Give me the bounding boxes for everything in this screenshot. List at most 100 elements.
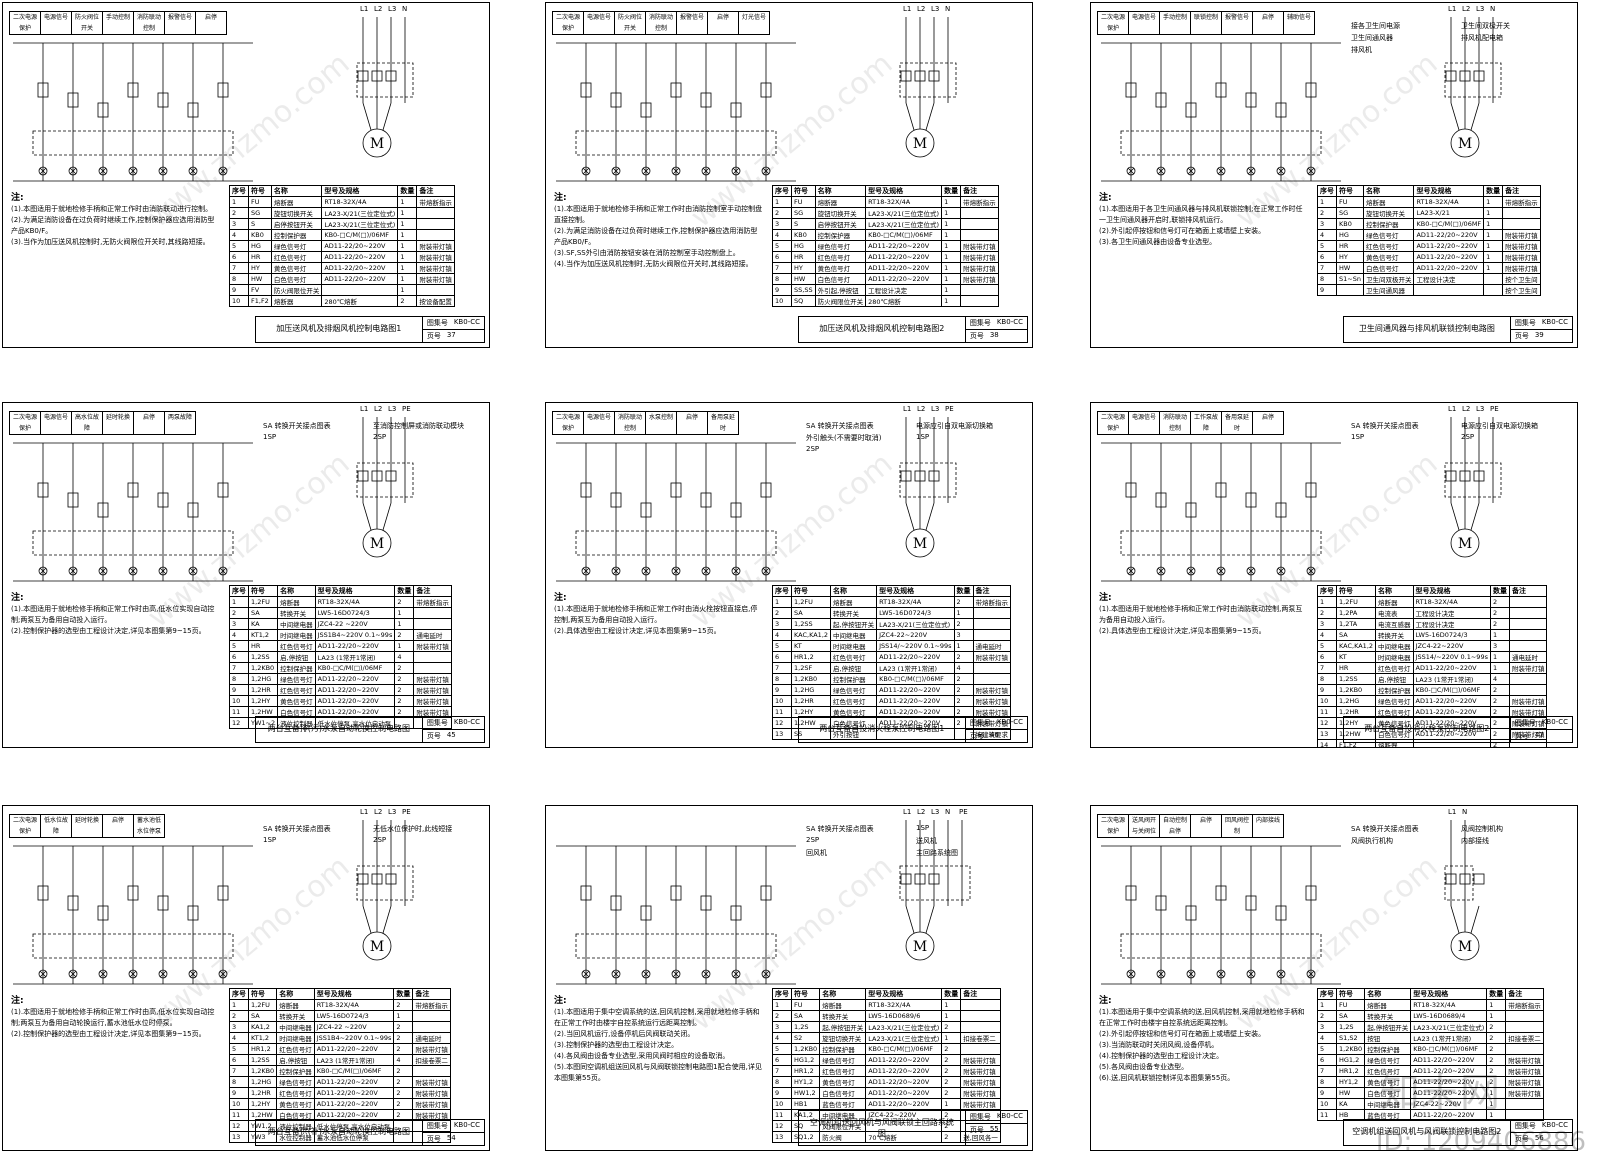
- table-cell: 黄色信号灯: [276, 1098, 315, 1110]
- table-cell: 1: [1317, 596, 1337, 608]
- contact-symbol: [580, 82, 592, 98]
- table-cell: 6: [229, 1054, 249, 1066]
- table-cell: 熔断器: [1375, 596, 1414, 608]
- table-header-row: 序号符号名称型号及规格数量备注: [1317, 988, 1544, 1000]
- header-cell: 两泵故障: [167, 414, 192, 421]
- table-cell: 9: [229, 1087, 249, 1099]
- kb0-module-outline: [1120, 530, 1322, 556]
- table-cell: FU: [790, 999, 821, 1011]
- table-cell: 红色信号灯: [814, 251, 867, 263]
- table-cell: 2: [1317, 607, 1337, 619]
- table-cell: [1502, 218, 1541, 230]
- drawing-title: 卫生间通风器与排风机联锁控制电路图: [1344, 317, 1511, 342]
- table-cell: 转换开关: [819, 1010, 867, 1022]
- table-cell: [393, 1131, 414, 1143]
- header-cell: 低水位故障: [41, 815, 72, 837]
- table-cell: 1,2HG: [1335, 695, 1377, 707]
- note-line: (3).SF,SS外引由消防按钮安装在消防控制室手动控制盘上。: [554, 249, 740, 257]
- table-cell: 1: [397, 229, 418, 241]
- drawing-title: 空调机组送回风机与风阀联锁控制电路图2: [1344, 1120, 1511, 1145]
- notes-label: 注:: [1099, 593, 1112, 603]
- atlas-number: KB0-CC: [996, 718, 1023, 726]
- motor-letter: M: [370, 939, 384, 955]
- contact-symbol: [97, 502, 109, 518]
- table-cell: 卫生间通风器: [1362, 284, 1415, 296]
- diagram-label: 2SP: [373, 433, 387, 441]
- table-cell: 6: [229, 651, 249, 663]
- note-line: (1).本图适用于就地检修手柄和正常工作时由消防联动控制,两泵互为备用自动投入运…: [1099, 605, 1303, 624]
- motor-letter: M: [913, 536, 927, 552]
- table-cell: AD11-22/20~220V: [314, 673, 396, 685]
- bus-label: PE: [959, 808, 968, 816]
- header-cell: 电源信号: [584, 12, 615, 34]
- table-cell: 11: [1317, 1109, 1337, 1121]
- contact-symbol: [1305, 482, 1317, 498]
- table-cell: HR: [247, 640, 279, 652]
- signal-lamp-symbol: [1216, 566, 1226, 576]
- table-cell: [1508, 673, 1548, 685]
- table-cell: 2: [772, 207, 792, 219]
- table-cell: 附装带灯镇: [1505, 1065, 1544, 1077]
- table-header-row: 序号符号名称型号及规格数量备注: [1317, 585, 1548, 597]
- contact-symbol: [1125, 482, 1137, 498]
- note-line: (1).本图适用于就地检修手柄和正常工作时由消防联动进行控制。: [11, 205, 213, 213]
- table-header-cell: 序号: [229, 988, 249, 1000]
- header-cell: 消防联动控制: [134, 12, 165, 34]
- contact-symbol: [1215, 482, 1227, 498]
- table-cell: 中间继电器: [830, 629, 878, 641]
- table-cell: 熔断器: [276, 999, 315, 1011]
- bus-label: L3: [1476, 5, 1485, 13]
- table-cell: 4: [1317, 1032, 1337, 1044]
- pole-symbol: [371, 873, 383, 885]
- diagram-label: SA 转换开关接点图表: [263, 825, 331, 833]
- diagram-label: SA 转换开关接点图表: [806, 825, 874, 833]
- table-cell: [960, 229, 999, 241]
- table-header-cell: 型号及规格: [314, 585, 396, 597]
- table-cell: 附装带灯镇: [960, 1087, 1001, 1099]
- table-cell: 2: [394, 629, 415, 641]
- pole-symbol: [1473, 470, 1485, 482]
- signal-lamp-symbol: [128, 969, 138, 979]
- table-cell: 1: [397, 218, 418, 230]
- table-cell: 通电延时: [412, 1032, 451, 1044]
- pole-symbol: [1445, 70, 1457, 82]
- table-cell: 1: [941, 196, 962, 208]
- table-cell: 附装带灯镇: [416, 240, 455, 252]
- table-cell: KB0-□C/M(□)/06MF: [1410, 1043, 1488, 1055]
- table-cell: 2: [394, 684, 415, 696]
- table-cell: 2: [393, 1043, 414, 1055]
- contact-symbol: [1125, 885, 1137, 901]
- table-cell: 红色信号灯: [819, 1065, 867, 1077]
- table-header-cell: 数量: [941, 988, 962, 1000]
- table-cell: 中间继电器: [277, 618, 316, 630]
- note-line: (1).本图适用于就地检修手柄和正常工作时由消防控制室手动控制盘直接控制。: [554, 205, 763, 224]
- function-header: 二次电源保护送风阀开与关阀位自动控制启停启停回风阀控制内部接线: [1097, 814, 1284, 838]
- table-cell: 1: [1489, 651, 1510, 663]
- design-notes: 注:(1).本图适用于就地检修手柄和正常工作时由消防控制室手动控制盘直接控制。(…: [554, 193, 764, 270]
- table-header-cell: 符号: [247, 585, 279, 597]
- signal-lamp-symbol: [1186, 166, 1196, 176]
- contact-symbol: [1185, 102, 1197, 118]
- table-cell: 1: [1489, 662, 1510, 674]
- table-cell: 附装带灯镇: [960, 273, 999, 285]
- header-cell: 联锁控制: [1191, 12, 1222, 34]
- table-cell: 扣接卷票二: [412, 1054, 451, 1066]
- contact-symbol: [1155, 492, 1167, 508]
- table-cell: 9: [772, 284, 792, 296]
- header-cell: 二次电源保护: [1098, 815, 1129, 837]
- table-header-cell: 数量: [1489, 585, 1510, 597]
- diagram-label: 1SP: [263, 836, 277, 844]
